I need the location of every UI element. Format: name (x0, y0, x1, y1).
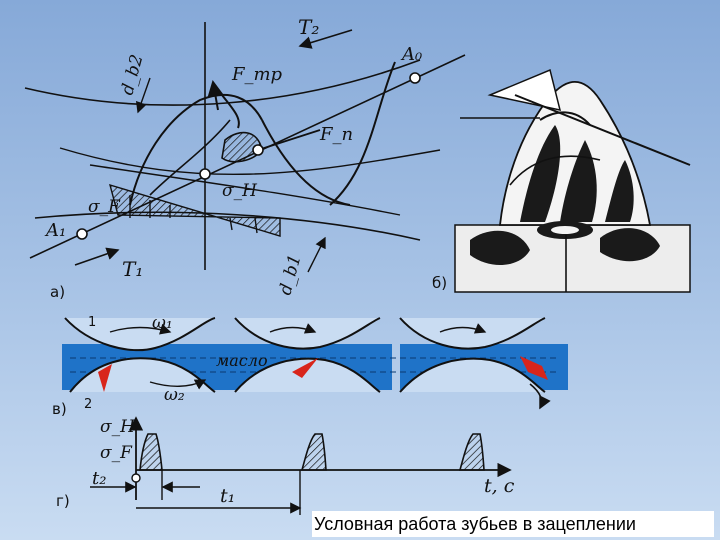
crack-stage-3 (520, 356, 548, 380)
pitch-point (199, 168, 211, 180)
addendum-curve-upper (24, 59, 421, 106)
label-t1: T₁ (122, 257, 143, 281)
bending-stress-diagram (109, 183, 281, 237)
panel-g-label: г) (56, 492, 70, 510)
contact-point (252, 144, 264, 156)
label-time-axis: t, c (484, 475, 515, 497)
label-sigma-f-axis: σ_F (100, 443, 133, 463)
label-gear-2: 2 (84, 397, 92, 412)
friction-force-arrow (207, 80, 224, 111)
panel-b-photoelastic-pattern: б) (432, 68, 691, 293)
label-db1: d_b1 (276, 252, 306, 297)
panel-a-label: а) (50, 283, 65, 301)
crack-stage-1 (98, 364, 112, 392)
label-sigma-h-axis: σ_H (100, 417, 136, 437)
stress-pulse-2 (300, 433, 327, 471)
crack-stage-2 (292, 358, 318, 378)
label-omega-1: ω₁ (152, 313, 173, 333)
label-t2: T₂ (298, 15, 319, 39)
load-line (514, 94, 691, 166)
label-db2: d_b2 (118, 52, 148, 97)
panel-v-oil-cracks: 1 2 ω₁ ω₂ масло в) (52, 313, 568, 418)
stress-pulse-3 (458, 433, 485, 471)
label-ftr: F_тр (231, 64, 283, 85)
panel-g-stress-time: σ_H σ_F t₂ t₁ t, c г) (56, 416, 515, 515)
label-omega-2: ω₂ (164, 385, 185, 405)
label-a1: A₁ (44, 220, 66, 241)
slide-caption: Условная работа зубьев в зацеплении (312, 511, 714, 537)
label-a0: A₀ (400, 44, 422, 65)
addendum-curve-lower (34, 211, 421, 241)
panel-b-label: б) (432, 274, 447, 292)
tooth-profile-1 (129, 93, 263, 206)
point-a0 (409, 72, 421, 84)
tooth-profile-2 (329, 61, 396, 206)
label-t1-axis: t₁ (220, 485, 235, 507)
label-oil: масло (216, 351, 268, 370)
label-t2-axis: t₂ (92, 468, 106, 489)
normal-force-line (257, 129, 321, 151)
label-sigma-h: σ_H (222, 181, 258, 201)
panel-v-label: в) (52, 400, 67, 418)
label-gear-1: 1 (88, 315, 96, 330)
stress-pulse-1 (139, 433, 163, 471)
panel-a-contact-scheme: T₂ d_b2 F_тр A₀ F_n σ_H σ_F A₁ T₁ d_b1 а… (24, 15, 466, 301)
gear1-tooth-1 (64, 317, 216, 352)
label-fn: F_n (319, 124, 353, 145)
point-a1 (76, 228, 88, 240)
label-sigma-f: σ_F (88, 197, 121, 217)
